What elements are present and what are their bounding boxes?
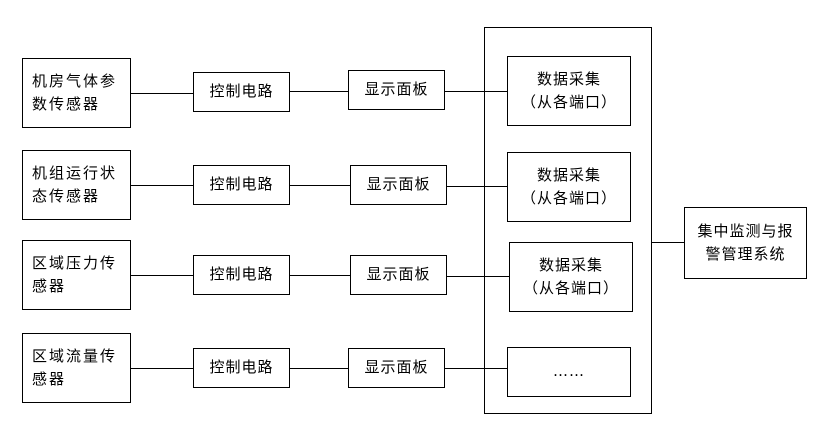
display-panel-label: 显示面板	[364, 358, 429, 377]
display-panel-2: 显示面板	[350, 165, 447, 205]
connector-panel1-daq1	[445, 91, 507, 92]
daq-label-line2: （从各端口）	[520, 189, 617, 207]
connector-control4-panel4	[290, 368, 348, 369]
sensor-area-flow: 区域流量传感器	[22, 333, 131, 403]
sensor-label-line1: 机组运行状	[32, 163, 118, 182]
daq-label-line1: 数据采集	[536, 165, 601, 184]
control-circuit-1: 控制电路	[193, 72, 290, 112]
central-label-line1: 集中监测与报	[697, 221, 794, 240]
sensor-label-line2: 态传感器	[32, 187, 101, 205]
control-circuit-2: 控制电路	[193, 165, 290, 205]
control-circuit-label: 控制电路	[209, 175, 274, 194]
connector-control3-panel3	[290, 275, 350, 276]
control-circuit-label: 控制电路	[209, 82, 274, 101]
display-panel-4: 显示面板	[348, 348, 445, 388]
connector-control1-panel1	[290, 91, 348, 92]
display-panel-label: 显示面板	[366, 265, 431, 284]
sensor-room-gas: 机房气体参数传感器	[22, 58, 131, 128]
central-monitoring-alarm-system: 集中监测与报警管理系统	[684, 207, 807, 279]
sensor-label-line1: 区域流量传	[32, 346, 118, 365]
sensor-label-line2: 数传感器	[32, 95, 101, 113]
data-acquisition-3: 数据采集 （从各端口）	[509, 242, 633, 312]
central-label-line2: 警管理系统	[705, 245, 786, 263]
display-panel-3: 显示面板	[350, 255, 447, 295]
connector-panel3-daq3	[447, 276, 509, 277]
control-circuit-label: 控制电路	[209, 358, 274, 377]
connector-control2-panel2	[290, 185, 350, 186]
display-panel-label: 显示面板	[366, 175, 431, 194]
connector-sensor4-control4	[131, 368, 193, 369]
connector-sensor3-control3	[131, 275, 193, 276]
connector-panel4-daq4	[445, 368, 507, 369]
daq-label-line2: （从各端口）	[522, 279, 619, 297]
data-acquisition-1: 数据采集 （从各端口）	[507, 56, 631, 126]
daq-label-line1: 数据采集	[538, 255, 603, 274]
sensor-label-line1: 区域压力传	[32, 253, 118, 272]
daq-label-line1: 数据采集	[536, 69, 601, 88]
connector-panel2-daq2	[447, 186, 507, 187]
daq-label-line2: （从各端口）	[520, 93, 617, 111]
sensor-label-line1: 机房气体参	[32, 71, 118, 90]
control-circuit-3: 控制电路	[193, 255, 290, 295]
sensor-unit-status: 机组运行状态传感器	[22, 150, 131, 220]
daq-label-ellipsis: ……	[553, 362, 585, 381]
data-acquisition-2: 数据采集 （从各端口）	[507, 152, 631, 222]
connector-sensor2-control2	[131, 185, 193, 186]
sensor-area-pressure: 区域压力传感器	[22, 240, 131, 310]
display-panel-label: 显示面板	[364, 80, 429, 99]
control-circuit-label: 控制电路	[209, 265, 274, 284]
data-acquisition-ellipsis: ……	[507, 347, 631, 397]
data-acquisition-container	[484, 27, 652, 414]
sensor-label-line2: 感器	[32, 277, 67, 295]
sensor-label-line2: 感器	[32, 370, 67, 388]
display-panel-1: 显示面板	[348, 70, 445, 110]
control-circuit-4: 控制电路	[193, 348, 290, 388]
connector-sensor1-control1	[131, 93, 193, 94]
connector-frame-central	[652, 242, 684, 243]
